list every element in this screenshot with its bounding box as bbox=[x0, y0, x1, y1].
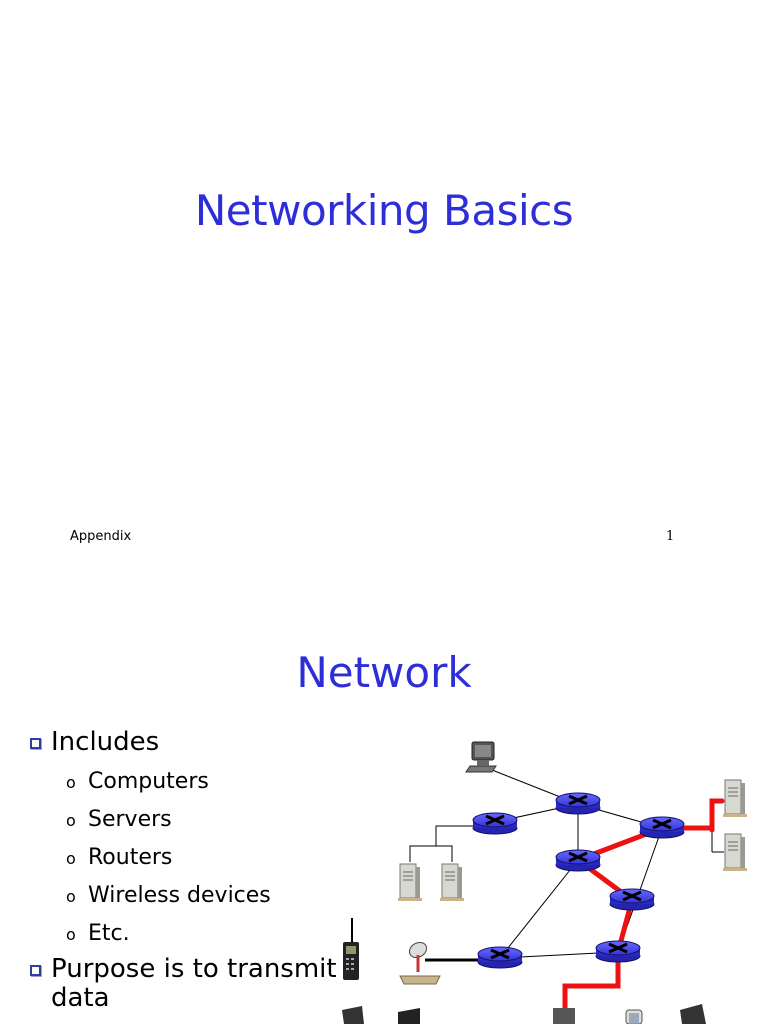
slide-1-title: Networking Basics bbox=[194, 186, 574, 235]
bullet-list: Includes o Computers o Servers o Routers… bbox=[26, 728, 346, 1019]
page-number: 1 bbox=[666, 529, 675, 544]
router-icon bbox=[608, 887, 656, 912]
sub-bullet-list: o Computers o Servers o Routers o Wirele… bbox=[26, 763, 346, 953]
bullet-text: Purpose is to transmit data bbox=[51, 954, 337, 1013]
square-bullet-icon bbox=[30, 738, 41, 749]
sub-bullet-text: Etc. bbox=[88, 921, 130, 946]
pda-icon bbox=[625, 1009, 643, 1024]
satellite-dish-icon bbox=[399, 941, 441, 985]
sub-bullet-item: o Wireless devices bbox=[26, 877, 346, 915]
laptop-icon bbox=[680, 1004, 706, 1024]
circle-bullet-icon: o bbox=[66, 849, 76, 868]
router-icon bbox=[638, 815, 686, 840]
slide-2-title: Network bbox=[296, 648, 472, 697]
circle-bullet-icon: o bbox=[66, 773, 76, 792]
router-icon bbox=[471, 811, 519, 836]
cell-phone-icon bbox=[343, 918, 359, 980]
sub-bullet-text: Wireless devices bbox=[88, 883, 271, 908]
server-icon bbox=[722, 833, 748, 872]
server-icon bbox=[722, 779, 748, 818]
router-icon bbox=[476, 945, 524, 970]
sub-bullet-item: o Routers bbox=[26, 839, 346, 877]
circle-bullet-icon: o bbox=[66, 925, 76, 944]
sub-bullet-item: o Computers bbox=[26, 763, 346, 801]
footer-label: Appendix bbox=[70, 529, 132, 544]
sub-bullet-item: o Servers bbox=[26, 801, 346, 839]
desktop-computer-icon bbox=[553, 1008, 575, 1024]
network-diagram bbox=[342, 741, 748, 1024]
sub-bullet-text: Routers bbox=[88, 845, 173, 870]
square-bullet-icon bbox=[30, 965, 41, 976]
router-icon bbox=[594, 939, 642, 964]
sub-bullet-text: Servers bbox=[88, 807, 172, 832]
slide-title: Networking Basics Appendix 1 bbox=[70, 186, 675, 544]
bullet-item: Includes bbox=[26, 728, 346, 757]
circle-bullet-icon: o bbox=[66, 887, 76, 906]
bullet-item: Purpose is to transmit data bbox=[26, 955, 346, 1013]
server-icon bbox=[397, 863, 423, 902]
circle-bullet-icon: o bbox=[66, 811, 76, 830]
desktop-computer-icon bbox=[465, 741, 497, 773]
router-icon bbox=[554, 848, 602, 873]
sub-bullet-item: o Etc. bbox=[26, 915, 346, 953]
laptop-icon bbox=[342, 1006, 420, 1024]
router-icon bbox=[554, 791, 602, 816]
bullet-text: Includes bbox=[51, 727, 160, 757]
server-icon bbox=[439, 863, 465, 902]
slide-network: Network Includes o Computers o Servers o… bbox=[0, 600, 768, 1024]
sub-bullet-text: Computers bbox=[88, 769, 209, 794]
